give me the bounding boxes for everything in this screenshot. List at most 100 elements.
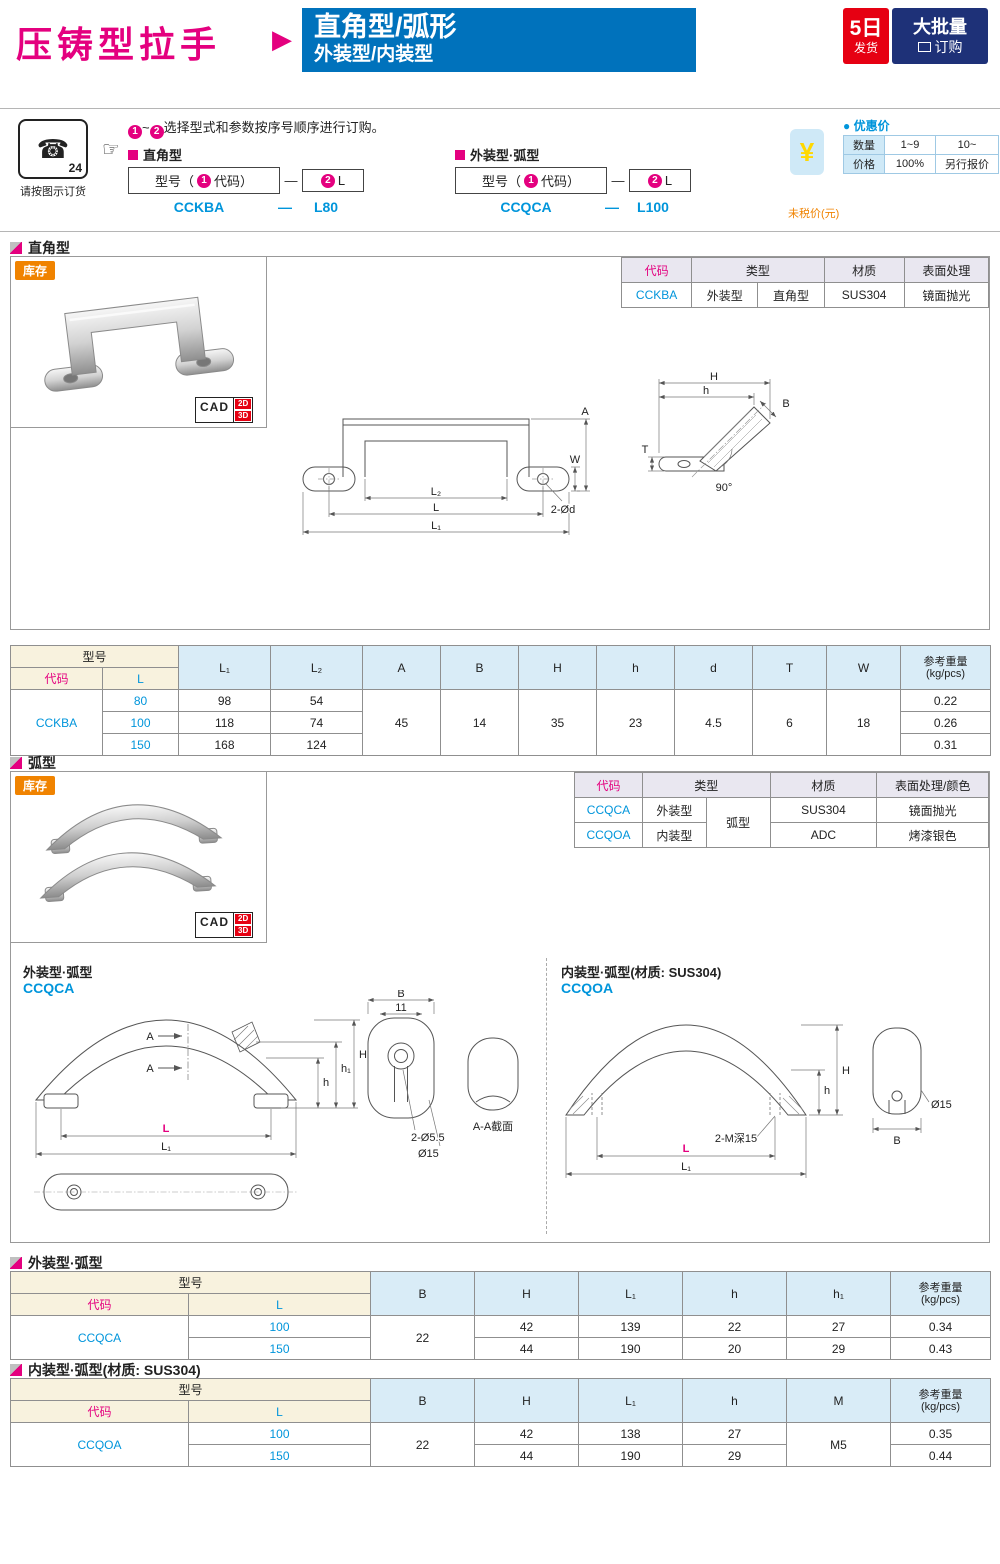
dim-label-d15: Ø15 (418, 1148, 439, 1160)
header-h: h (682, 1378, 788, 1423)
order-group-right-angle: 直角型 (128, 145, 182, 164)
cell-B: 22 (370, 1422, 476, 1467)
drawing-divider (546, 958, 547, 1234)
cell-h: 22 (682, 1315, 788, 1338)
cell-H: 44 (474, 1444, 580, 1467)
example-code: CCKBA (173, 199, 225, 215)
drawing-title-arc-inner: 内装型·弧型(材质: SUS304) (561, 965, 722, 980)
formula-dash: — (284, 173, 298, 188)
section-icon (10, 1257, 22, 1269)
header-code: 代码 (10, 1400, 189, 1423)
phone-order-icon: ☎ 24 (18, 119, 88, 179)
price-value-1: 100% (884, 154, 936, 174)
header-h1: h₁ (786, 1271, 892, 1316)
header-subtitle-block: 直角型/弧形 外装型/内装型 (302, 8, 696, 72)
five-day-shipping-badge: 5日 发货 (843, 8, 889, 64)
dim-label-T: T (642, 444, 649, 456)
cell-code: CCKBA (620, 282, 693, 308)
yen-symbol: ¥ (799, 136, 815, 167)
header-H: H (474, 1271, 580, 1316)
dim-label-holes: 2-Ø5.5 (411, 1132, 445, 1144)
phone-icon: ☎ (36, 133, 70, 164)
section-title: 弧型 (28, 755, 56, 771)
stock-badge: 库存 (15, 261, 56, 280)
cell-weight: 0.35 (890, 1422, 992, 1445)
cell-type: 外装型 (641, 797, 707, 823)
header-L: L (187, 1400, 372, 1423)
dot-icon: ● (843, 119, 851, 133)
header-code: 代码 (574, 772, 643, 798)
right-angle-handle-photo (44, 296, 235, 392)
cell-weight: 0.31 (900, 733, 992, 756)
cell-finish: 镜面抛光 (903, 282, 990, 308)
header-L: L (101, 667, 180, 690)
bulk-order-badge: 大批量 订购 (892, 8, 988, 64)
cell-code: CCQCA (10, 1315, 189, 1360)
cell-type: 内装型 (641, 822, 707, 848)
drawing-code-arc-outer: CCQCA (23, 980, 75, 996)
order-example-arc: CCQCA — L100 (451, 199, 683, 215)
header-h: h (682, 1271, 788, 1316)
discount-price-label: 优惠价 (853, 119, 890, 133)
drawing-arc-inner: 2-M深15 L L₁ h H Ø15 B (565, 1024, 953, 1178)
example-dash: — (278, 199, 292, 215)
formula-text: 代码） (541, 174, 581, 189)
dim-label-h1: h₁ (341, 1063, 351, 1075)
step-2-icon: 2 (320, 173, 335, 188)
dim-label-L: L (683, 1143, 690, 1155)
photo-arc-handles: 库存 CAD 2D 3D (11, 772, 267, 943)
header-weight: 参考重量(kg/pcs) (900, 645, 992, 690)
drawing-arc-outer: A A L L₁ h h₁ H B 11 2-Ø5.5 Ø15 A-A截面 (34, 990, 519, 1211)
example-dash: — (605, 199, 619, 215)
cad-badge[interactable]: CAD 2D 3D (195, 912, 254, 938)
order-label: 订购 (934, 39, 963, 55)
cell-L2: 54 (270, 689, 364, 712)
cad-2d-chip: 2D (235, 914, 252, 924)
drawing-right-angle-front: L₂ L L₁ W A 2-Ød (302, 405, 591, 535)
cell-H: 44 (474, 1337, 580, 1360)
tax-note: 未税价(元) (788, 208, 840, 220)
step-2-icon: 2 (647, 173, 662, 188)
section-icon (10, 242, 22, 254)
cad-label: CAD (200, 915, 229, 929)
dim-label-H: H (842, 1065, 850, 1077)
cell-weight: 0.43 (890, 1337, 992, 1360)
dim-label-L1: L₁ (161, 1141, 171, 1153)
cell-L2: 124 (270, 733, 364, 756)
instruction-text: 选择型式和参数按序号顺序进行订购。 (163, 120, 385, 135)
cell-L1: 190 (578, 1444, 684, 1467)
header-type: 类型 (641, 772, 771, 798)
qty-header: 数量 (843, 135, 885, 155)
cell-B: 14 (440, 689, 520, 756)
discount-price-title: ● 优惠价 (843, 117, 890, 134)
drawing-right-angle-side: H h T B 90° (640, 370, 791, 496)
dimension-table-arc-inner: 型号 B H L₁ h M 参考重量(kg/pcs) 代码 L CCQOA 10… (9, 1378, 992, 1467)
header-model: 型号 (9, 645, 180, 668)
section-icon (10, 757, 22, 769)
cad-badge[interactable]: CAD 2D 3D (195, 397, 254, 423)
section-icon (10, 1364, 22, 1376)
dim-label-h: h (703, 385, 709, 397)
spec-table-right-angle: 代码 类型 材质 表面处理 CCKBA 外装型 直角型 SUS304 镜面抛光 (620, 257, 990, 308)
header-finish: 表面处理 (903, 257, 990, 283)
price-table: 数量 1~9 10~ 价格 100% 另行报价 (843, 135, 999, 174)
header-B: B (370, 1378, 476, 1423)
right-angle-panel: 库存 CAD 2D 3D 代码 类型 材质 表面处理 CCKBA 外装型 直角型 (10, 256, 990, 630)
header-material: 材质 (823, 257, 905, 283)
cell-type2: 直角型 (757, 282, 825, 308)
step-1-icon: 1 (197, 173, 211, 188)
formula-text: 型号（ (481, 174, 521, 189)
section-header-arc: 弧型 (10, 753, 56, 773)
cell-W: 18 (826, 689, 902, 756)
five-day-label: 5日 (849, 17, 883, 40)
header-code: 代码 (10, 667, 103, 690)
example-code: CCQCA (500, 199, 552, 215)
formula-text: 代码） (214, 174, 254, 189)
dim-label-L1: L₁ (681, 1161, 691, 1173)
cell-L: 100 (187, 1315, 372, 1338)
section-arrow-label: A (146, 1031, 154, 1043)
cad-label: CAD (200, 400, 229, 414)
cell-finish: 烤漆银色 (876, 822, 989, 848)
